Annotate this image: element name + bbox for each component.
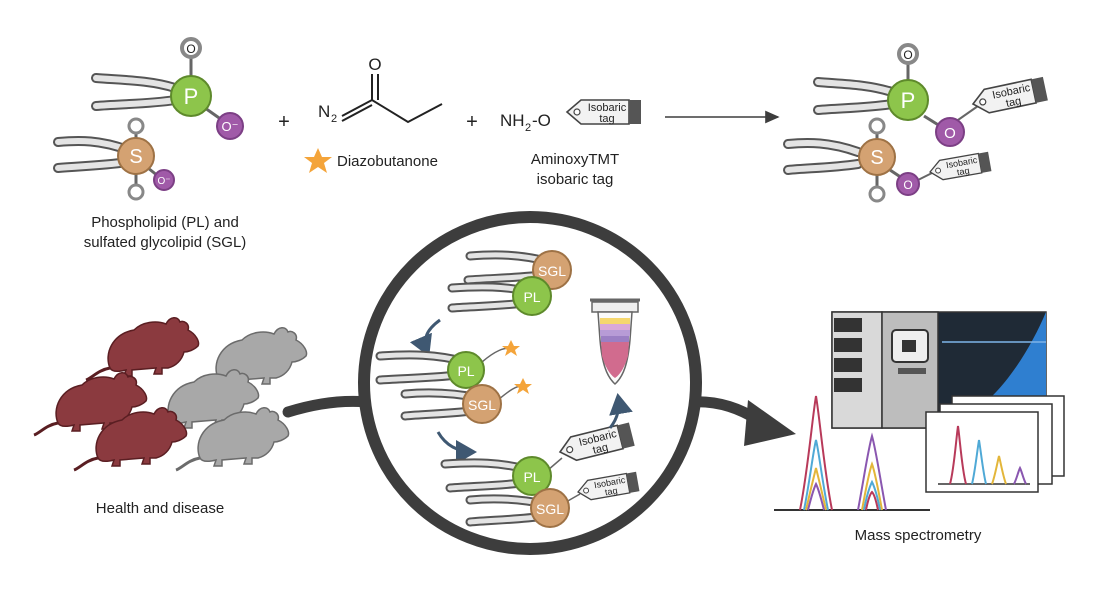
mouse-icon: [84, 316, 201, 382]
product-sulfur-oxygen-bottom: [868, 185, 886, 203]
product-sulfur-atom: [858, 138, 896, 176]
product-phosphorus-atom: [887, 79, 929, 121]
star-icon: [514, 378, 532, 394]
tag-label-line1: Isobaric: [588, 102, 627, 114]
product-oxygen-label: O: [903, 48, 912, 62]
oxide-label: O⁻: [222, 119, 239, 134]
product-ester-oxygen-label: O: [944, 125, 956, 142]
product-tag1-line2: tag: [1005, 95, 1022, 110]
lipid-caption-line1: Phospholipid (PL) and: [91, 214, 239, 231]
sgl-headgroup-derivatized: [462, 384, 502, 424]
product-tag2-line2: tag: [956, 165, 970, 177]
product-isobaric-tag-1: Isobaric tag: [969, 76, 1049, 117]
pl-label-step3: PL: [523, 469, 540, 485]
sulfur-oxygen-bottom: [127, 183, 145, 201]
spectrum-icon: [925, 395, 1065, 493]
lipid-reactant: O P O⁻ S O⁻ Phospholipid (PL) and sulfat…: [53, 37, 247, 251]
circle-isobaric-tag-1: Isobaric tag: [556, 421, 636, 465]
star-icon: [304, 148, 332, 173]
oxygen-atom-top: [180, 37, 202, 59]
flow-arrowhead: [744, 400, 796, 446]
mass-spectrometry-caption: Mass spectrometry: [855, 527, 982, 544]
star-icon: [502, 340, 520, 356]
sulfur-atom: [117, 137, 155, 175]
oxide-atom: [216, 112, 244, 140]
product-sulfate-oxygen-label: O: [903, 178, 912, 192]
circle-tag1-line2: tag: [592, 441, 610, 456]
plus-sign-1: +: [278, 111, 290, 133]
product-sulfate-ester-oxygen: [896, 172, 920, 196]
aminoxy-formula: NH: [500, 111, 525, 130]
sulfur-oxygen-top: [127, 117, 145, 135]
chromatogram-peaks: [774, 395, 930, 511]
circle-step-3: PL SGL Isobaric tag Isobaric tag: [440, 421, 641, 528]
lipid-caption-line2: sulfated glycolipid (SGL): [84, 234, 247, 251]
circle-isobaric-tag-2: Isobaric tag: [575, 471, 641, 503]
phosphorus-atom: [170, 75, 212, 117]
sgl-label: SGL: [538, 263, 566, 279]
cycle-arrow-1: [409, 318, 441, 357]
pl-label-step2: PL: [457, 363, 474, 379]
diazobutanone-label: Diazobutanone: [337, 153, 438, 170]
product-sulfur-oxygen-top: [868, 117, 886, 135]
carbonyl-oxygen: O: [368, 55, 381, 74]
aminoxy-subscript: 2: [525, 122, 531, 134]
tube-icon: [590, 298, 640, 386]
product-oxygen-top: [897, 43, 919, 65]
sulfate-oxide-atom: [153, 169, 175, 191]
mice-group: Health and disease: [32, 316, 309, 517]
oxygen-label: O: [186, 42, 195, 56]
pl-headgroup: [512, 276, 552, 316]
sgl-headgroup-tagged: [530, 488, 570, 528]
diazo-subscript: 2: [331, 113, 337, 125]
product-sulfur-label: S: [870, 147, 883, 169]
sulfur-label: S: [129, 146, 142, 168]
pl-headgroup-tagged: [512, 456, 552, 496]
tag-label-line2: tag: [599, 113, 614, 125]
plus-sign-2: +: [466, 111, 478, 133]
health-disease-caption: Health and disease: [96, 500, 224, 517]
flow-arrow-in: [282, 395, 374, 418]
diazo-atom: N: [318, 102, 330, 121]
labeled-lipid-product: O P O Isobaric tag S O Isobaric tag: [783, 43, 1049, 203]
phosphorus-label: P: [184, 84, 199, 109]
circle-tag2-line2: tag: [604, 485, 618, 497]
product-isobaric-tag-2: Isobaric tag: [927, 151, 993, 183]
pl-label: PL: [523, 289, 540, 305]
pl-headgroup-derivatized: [447, 351, 485, 389]
aminoxy-tmt-reagent: NH 2 -O Isobaric tag AminoxyTMT isobaric…: [500, 99, 642, 188]
isobaric-tag-reagent: Isobaric tag: [566, 99, 642, 125]
aminoxy-formula-tail: -O: [532, 111, 551, 130]
sulfate-oxide-label: O⁻: [157, 176, 170, 187]
aminoxy-name-line1: AminoxyTMT: [531, 151, 619, 168]
product-phosphorus-label: P: [901, 88, 916, 113]
cycle-arrow-2: [436, 431, 477, 464]
sgl-label-step3: SGL: [536, 501, 564, 517]
circle-step-1: SGL PL: [447, 250, 572, 316]
sgl-label-step2: SGL: [468, 397, 496, 413]
circle-step-2: PL SGL: [375, 340, 532, 424]
cycle-arrow-3: [608, 393, 633, 429]
diazobutanone-structure: N 2 O Diazobutanone: [304, 55, 443, 173]
aminoxy-name-line2: isobaric tag: [537, 171, 614, 188]
product-ester-oxygen: [935, 117, 965, 147]
